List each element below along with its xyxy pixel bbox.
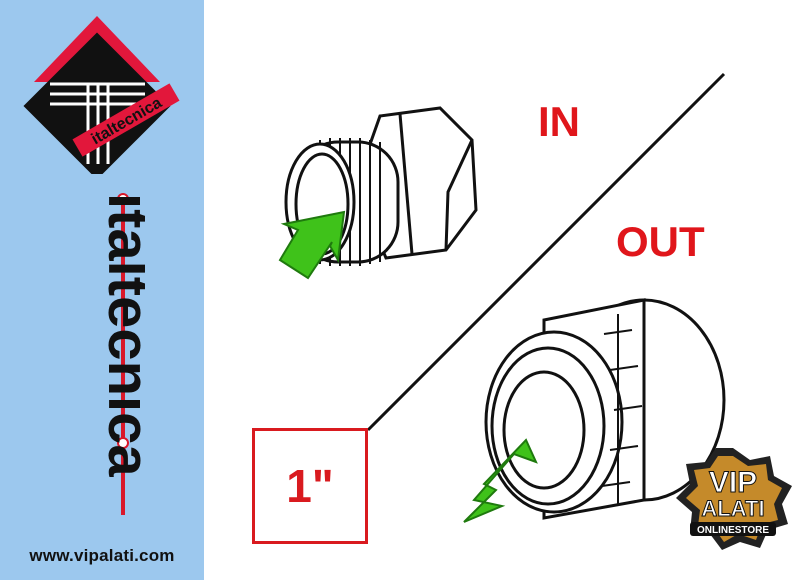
outlet-fitting-drawing <box>463 298 726 523</box>
diagonal-divider <box>366 72 726 432</box>
inlet-label: IN <box>538 98 580 145</box>
brand-wordmark-vertical: italtecnica <box>96 193 145 515</box>
inlet-arrow-icon <box>278 210 346 280</box>
diagram-area: IN OUT 1" VIP ALATI ONLINESTORE <box>204 0 800 580</box>
svg-text:italtecnica: italtecnica <box>96 193 145 477</box>
italtecnica-logo: italtecnica <box>23 16 180 174</box>
outlet-label: OUT <box>616 218 705 265</box>
website-url: www.vipalati.com <box>29 546 175 565</box>
inlet-fitting-drawing <box>278 106 478 280</box>
connection-size-box: 1" <box>252 428 368 544</box>
svg-text:ONLINESTORE: ONLINESTORE <box>697 525 769 536</box>
svg-text:ALATI: ALATI <box>701 496 764 521</box>
outlet-arrow-icon <box>463 438 538 523</box>
svg-text:VIP: VIP <box>709 466 757 499</box>
vip-alati-badge: VIP ALATI ONLINESTORE <box>676 448 792 550</box>
connection-size-label: 1" <box>286 460 334 512</box>
brand-sidebar: italtecnica italtecnica www.vipalati.com <box>0 0 204 580</box>
